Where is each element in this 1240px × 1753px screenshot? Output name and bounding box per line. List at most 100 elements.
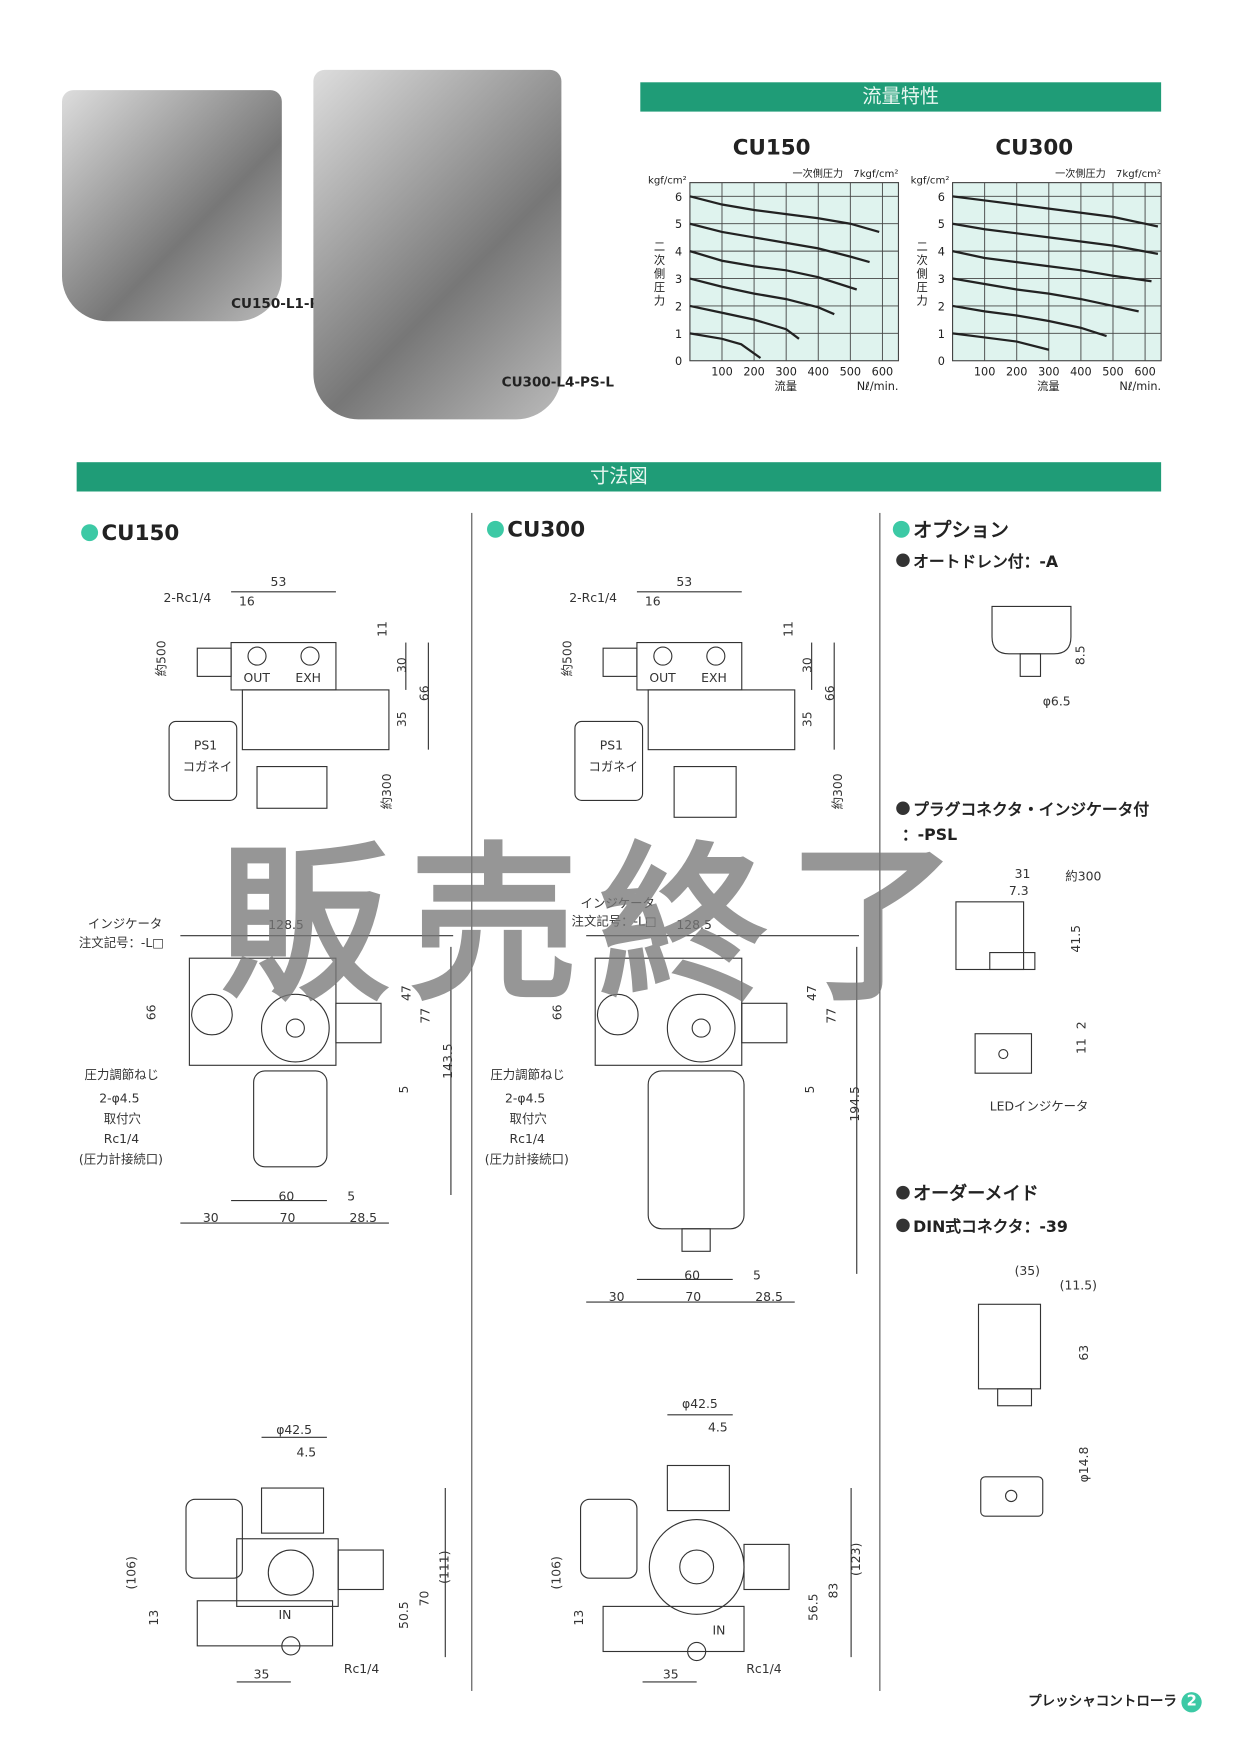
y-axis-label-char: 側 <box>654 267 665 280</box>
x-axis-label: 流量 <box>774 379 797 393</box>
cu300-in-rc: Rc1/4 <box>746 1661 782 1677</box>
cu300-dim-35: 35 <box>800 711 816 728</box>
y-tick-label: 5 <box>938 218 945 231</box>
y-axis-unit: kgf/cm² <box>648 176 687 187</box>
option-auto-drain: オートドレン付：-A <box>896 550 1058 573</box>
cu300-heading-text: CU300 <box>507 517 586 543</box>
cu150-dim-28-5: 28.5 <box>349 1210 378 1226</box>
cu300-dim-height: 194.5 <box>847 1086 863 1122</box>
cu300-dim-5: 5 <box>802 1085 818 1094</box>
cu150-dim-5b: 5 <box>347 1189 356 1204</box>
cu150-front-view <box>180 935 454 1224</box>
x-axis-unit: Nℓ/min. <box>1119 380 1161 393</box>
y-tick-label: 0 <box>675 355 682 368</box>
auto-drain-drawing <box>991 605 1072 677</box>
din-dim-35: (35) <box>1014 1263 1041 1279</box>
option-psl-text: プラグコネクタ・インジケータ付 <box>913 801 1150 820</box>
cu150-dim-b: 70 <box>417 1590 432 1607</box>
cu300-indicator-label: インジケータ <box>580 896 655 911</box>
cu150-dim-106: (106) <box>124 1556 139 1590</box>
cu300-order-code: 注文記号：-L□ <box>571 914 657 929</box>
cu150-exh-port: EXH <box>295 670 322 686</box>
cu300-dim-width: 128.5 <box>676 917 712 933</box>
cu300-dim-35b: 35 <box>662 1667 679 1682</box>
option-psl: プラグコネクタ・インジケータ付 <box>896 798 1149 821</box>
chart-subtitle: 一次側圧力 7kgf/cm² <box>793 167 899 180</box>
x-tick-label: 400 <box>1070 365 1092 378</box>
y-axis-label-char: 力 <box>654 294 665 307</box>
product-photo-cu150 <box>62 90 282 322</box>
option-psl-code: ：-PSL <box>901 826 958 845</box>
cu150-brand: コガネイ <box>182 759 233 775</box>
y-axis-label-char: 側 <box>916 267 927 280</box>
drain-dim-dia: φ6.5 <box>1042 694 1071 710</box>
din-connector-drawing <box>977 1303 1044 1517</box>
series-line-4 <box>952 250 1152 283</box>
cu300-mount-holes-label: 取付穴 <box>509 1111 547 1127</box>
x-tick-label: 200 <box>1006 365 1028 378</box>
y-tick-label: 3 <box>675 273 682 286</box>
series-line-1 <box>689 332 762 359</box>
discontinued-watermark: 販売終了 <box>219 828 978 1025</box>
series-line-3 <box>689 277 835 316</box>
cu150-indicator-label: インジケータ <box>87 916 163 932</box>
cu150-out-port: OUT <box>243 670 270 686</box>
cu150-dim-70b: 70 <box>279 1210 296 1226</box>
cu300-adjust-screw: 圧力調節ねじ <box>490 1067 565 1083</box>
y-tick-label: 4 <box>675 246 682 259</box>
series-line-2 <box>689 304 800 340</box>
cu150-dim-60: 60 <box>278 1189 295 1204</box>
cu300-dim-60: 60 <box>684 1268 701 1283</box>
x-tick-label: 600 <box>1134 365 1156 378</box>
cu300-dia: φ42.5 <box>682 1396 718 1412</box>
y-axis-label-char: 圧 <box>654 281 665 294</box>
cu300-dim-53: 53 <box>676 574 693 590</box>
cu300-dim-30: 30 <box>800 657 816 673</box>
y-tick-label: 2 <box>675 300 682 313</box>
y-tick-label: 0 <box>938 355 945 368</box>
y-axis-label-char: 次 <box>916 253 927 267</box>
plot-area <box>952 182 1162 362</box>
x-tick-label: 600 <box>872 365 894 378</box>
cu300-mount-holes: 2-φ4.5 <box>505 1091 546 1106</box>
y-tick-label: 2 <box>938 300 945 313</box>
cu300-exh-port: EXH <box>701 670 727 686</box>
cu150-mount-holes: 2-φ4.5 <box>99 1091 140 1106</box>
custom-order-heading: オーダーメイド <box>896 1178 1039 1205</box>
option-auto-drain-text: オートドレン付：-A <box>913 553 1059 572</box>
cu300-dim-30b: 30 <box>608 1289 625 1305</box>
psl-dim-41-5: 41.5 <box>1068 924 1084 953</box>
psl-connector-drawing <box>955 901 1036 1074</box>
y-tick-label: 6 <box>938 191 945 204</box>
cu300-heading: CU300 <box>486 517 586 543</box>
psl-dim-11: 11 <box>1074 1038 1089 1055</box>
y-tick-label: 6 <box>675 191 682 204</box>
photo-label-cu300: CU300-L4-PS-L <box>501 374 614 391</box>
cu150-dim-30: 30 <box>394 657 410 673</box>
cu300-bottom-view <box>579 1414 852 1683</box>
cu300-cable-500: 約500 <box>560 640 575 677</box>
cu150-dim-35b: 35 <box>253 1667 270 1682</box>
cu150-dim-53: 53 <box>270 574 287 590</box>
option-din-text: DIN式コネクタ：-39 <box>913 1218 1068 1237</box>
led-indicator-label: LEDインジケータ <box>989 1099 1089 1114</box>
cu300-top-view <box>574 591 835 818</box>
x-tick-label: 500 <box>840 365 862 378</box>
cu150-dia: φ42.5 <box>276 1422 312 1438</box>
cu300-dim-total: (123) <box>848 1542 864 1576</box>
chart-subtitle: 一次側圧力 7kgf/cm² <box>1055 167 1161 180</box>
cu300-dim-66: 66 <box>822 685 838 702</box>
options-heading-text: オプション <box>913 519 1009 543</box>
cu300-dim-28-5: 28.5 <box>755 1289 783 1305</box>
cu150-ps-label: PS1 <box>193 738 218 754</box>
product-photo-cu300 <box>313 69 562 420</box>
cu300-dim-a: 56.5 <box>806 1593 821 1622</box>
option-din: DIN式コネクタ：-39 <box>896 1215 1068 1238</box>
din-dim-11-5: (11.5) <box>1059 1278 1097 1294</box>
chart-title: CU300 <box>995 135 1073 160</box>
series-line-6 <box>952 195 1159 228</box>
x-tick-label: 400 <box>807 365 829 378</box>
series-line-5 <box>952 222 1159 255</box>
